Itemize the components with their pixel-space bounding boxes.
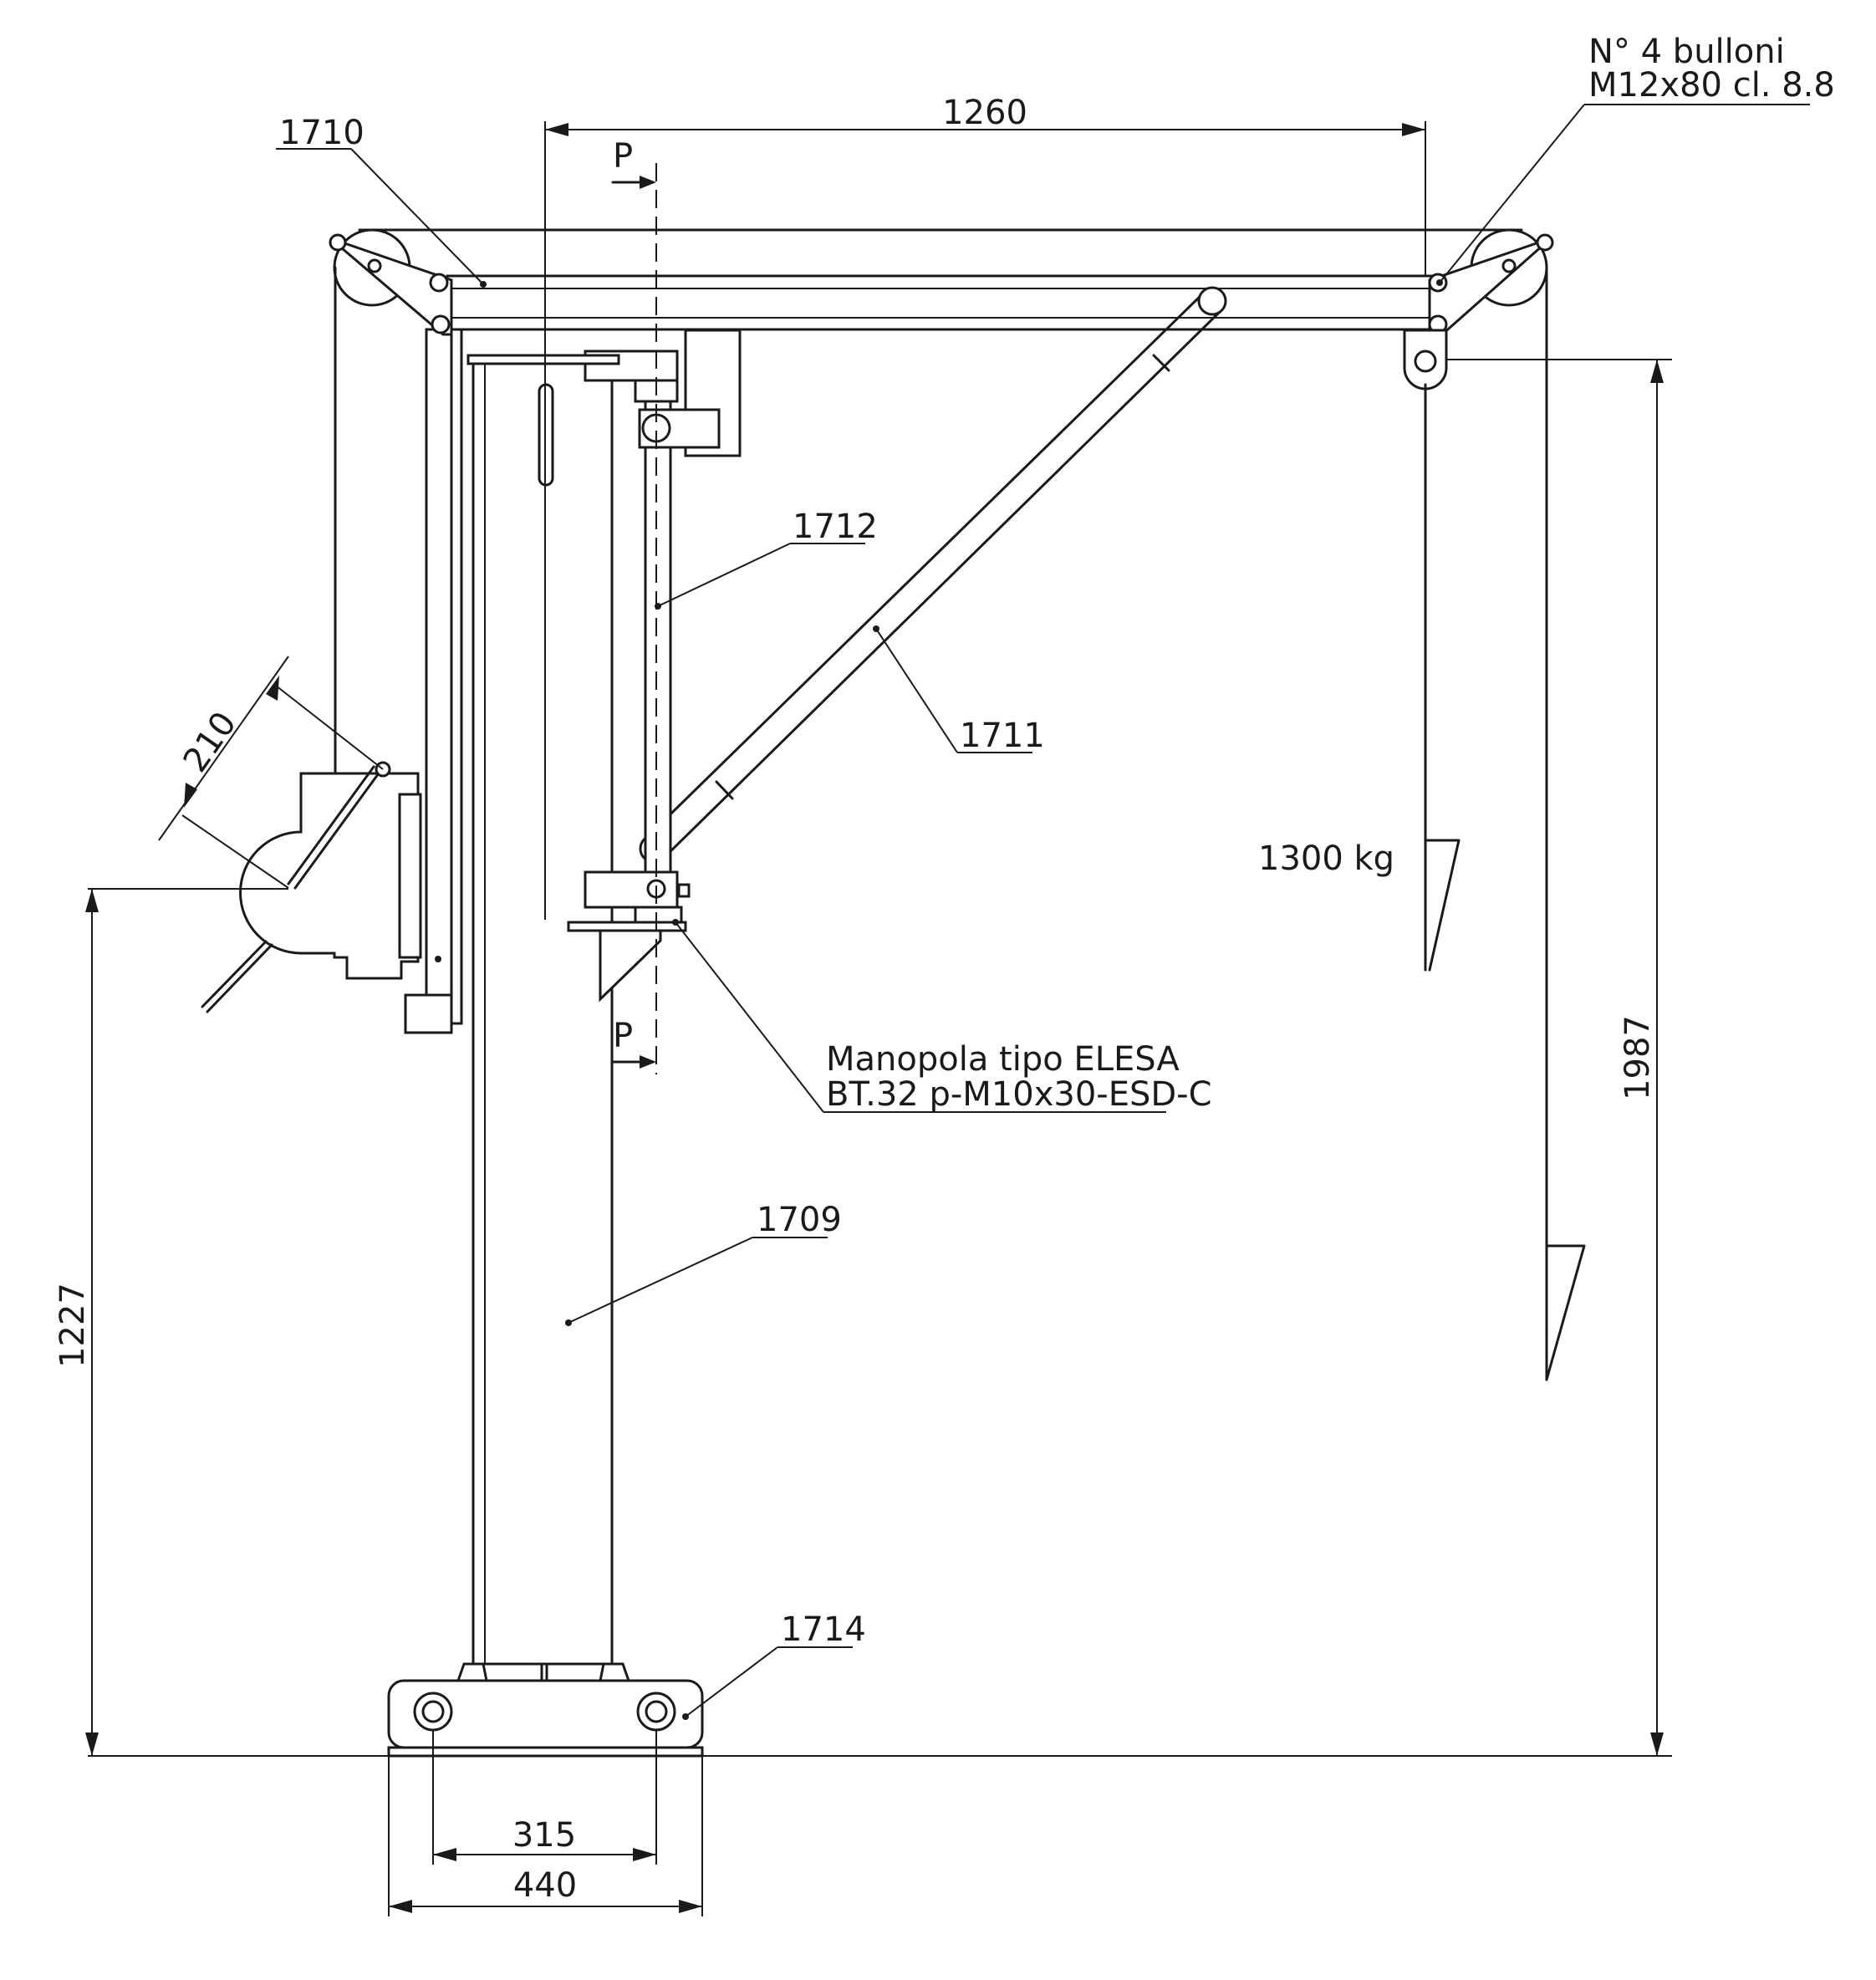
part-1714-label: 1714 <box>781 1610 866 1649</box>
column-1709 <box>472 358 614 1666</box>
lower-block <box>567 870 691 1003</box>
rail-1712 <box>466 329 742 920</box>
dim-1227: 1227 <box>54 888 288 1756</box>
part-1710-label: 1710 <box>279 114 364 152</box>
dim-315: 315 <box>432 1731 657 1865</box>
left-pulley <box>329 228 453 838</box>
callout-knob: Manopola tipo ELESA BT.32 p-M10x30-ESD-C <box>672 919 1212 1114</box>
dim-1260-label: 1260 <box>942 94 1027 132</box>
section-mark-top: P <box>611 137 656 189</box>
callout-bolts: N° 4 bulloni M12x80 cl. 8.8 <box>1436 33 1835 286</box>
callout-1711: 1711 <box>873 625 1045 755</box>
section-p-bottom-label: P <box>613 1017 633 1055</box>
callout-1712: 1712 <box>655 508 878 610</box>
part-1712-label: 1712 <box>793 508 878 546</box>
knob-label-line2: BT.32 p-M10x30-ESD-C <box>826 1075 1212 1114</box>
load-label: 1300 kg <box>1258 839 1394 878</box>
base-1714 <box>387 1662 704 1758</box>
dim-1987-label: 1987 <box>1619 1015 1657 1100</box>
callout-1709: 1709 <box>565 1201 842 1326</box>
dim-1987: 1987 <box>1446 359 1672 1756</box>
dim-315-label: 315 <box>512 1816 576 1855</box>
section-mark-bottom: P <box>611 1017 656 1069</box>
part-1709-label: 1709 <box>757 1201 842 1239</box>
dim-440-label: 440 <box>513 1866 577 1905</box>
dim-440: 440 <box>388 1756 703 1916</box>
part-1711-label: 1711 <box>960 717 1045 755</box>
dim-1227-label: 1227 <box>54 1283 92 1368</box>
dim-210-label: 210 <box>176 705 244 779</box>
callout-1714: 1714 <box>682 1610 866 1720</box>
section-p-top-label: P <box>613 137 633 176</box>
dim-1260: 1260 <box>544 94 1426 920</box>
crank-handle <box>201 761 453 1034</box>
hook-flags <box>1424 839 1586 1381</box>
knob-label-line1: Manopola tipo ELESA <box>826 1040 1180 1079</box>
right-pulley <box>1403 228 1554 1381</box>
bolts-label-line2: M12x80 cl. 8.8 <box>1588 66 1835 105</box>
callout-1710: 1710 <box>276 114 487 288</box>
bolts-label-line1: N° 4 bulloni <box>1588 33 1785 71</box>
